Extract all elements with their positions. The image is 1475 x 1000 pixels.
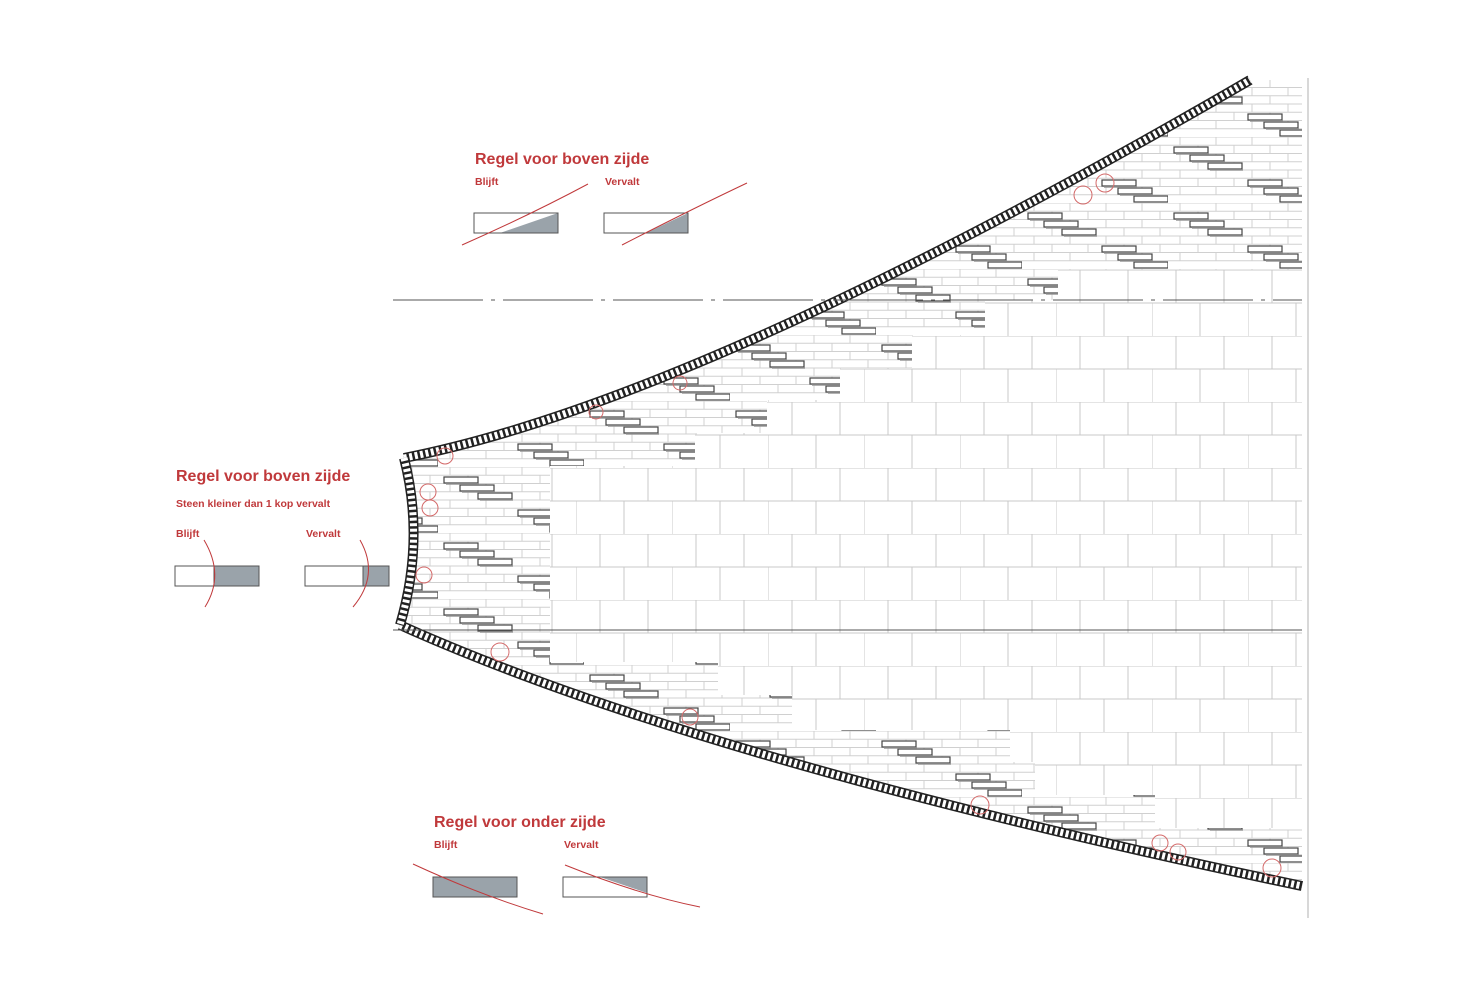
legend-left-shapes [174, 539, 390, 608]
legend-bottom-title: Regel voor onder zijde [434, 814, 606, 831]
edge-band [395, 75, 1304, 891]
legend-left-subtitle: Steen kleiner dan 1 kop vervalt [176, 498, 331, 510]
legend-left-keep-label: Blijft [176, 528, 200, 540]
legend-top-title: Regel voor boven zijde [475, 151, 650, 168]
legend-top-keep-label: Blijft [475, 176, 499, 188]
legend-left-drop-label: Vervalt [306, 528, 341, 540]
legend-bottom-shapes [412, 863, 701, 915]
legend-left-title: Regel voor boven zijde [176, 468, 351, 485]
legend-bottom-keep-label: Blijft [434, 839, 458, 851]
legend-bottom-drop-label: Vervalt [564, 839, 599, 851]
legend-top-shapes [461, 182, 748, 246]
cut-markers [415, 173, 1282, 878]
legend-top-drop-label: Vervalt [605, 176, 640, 188]
